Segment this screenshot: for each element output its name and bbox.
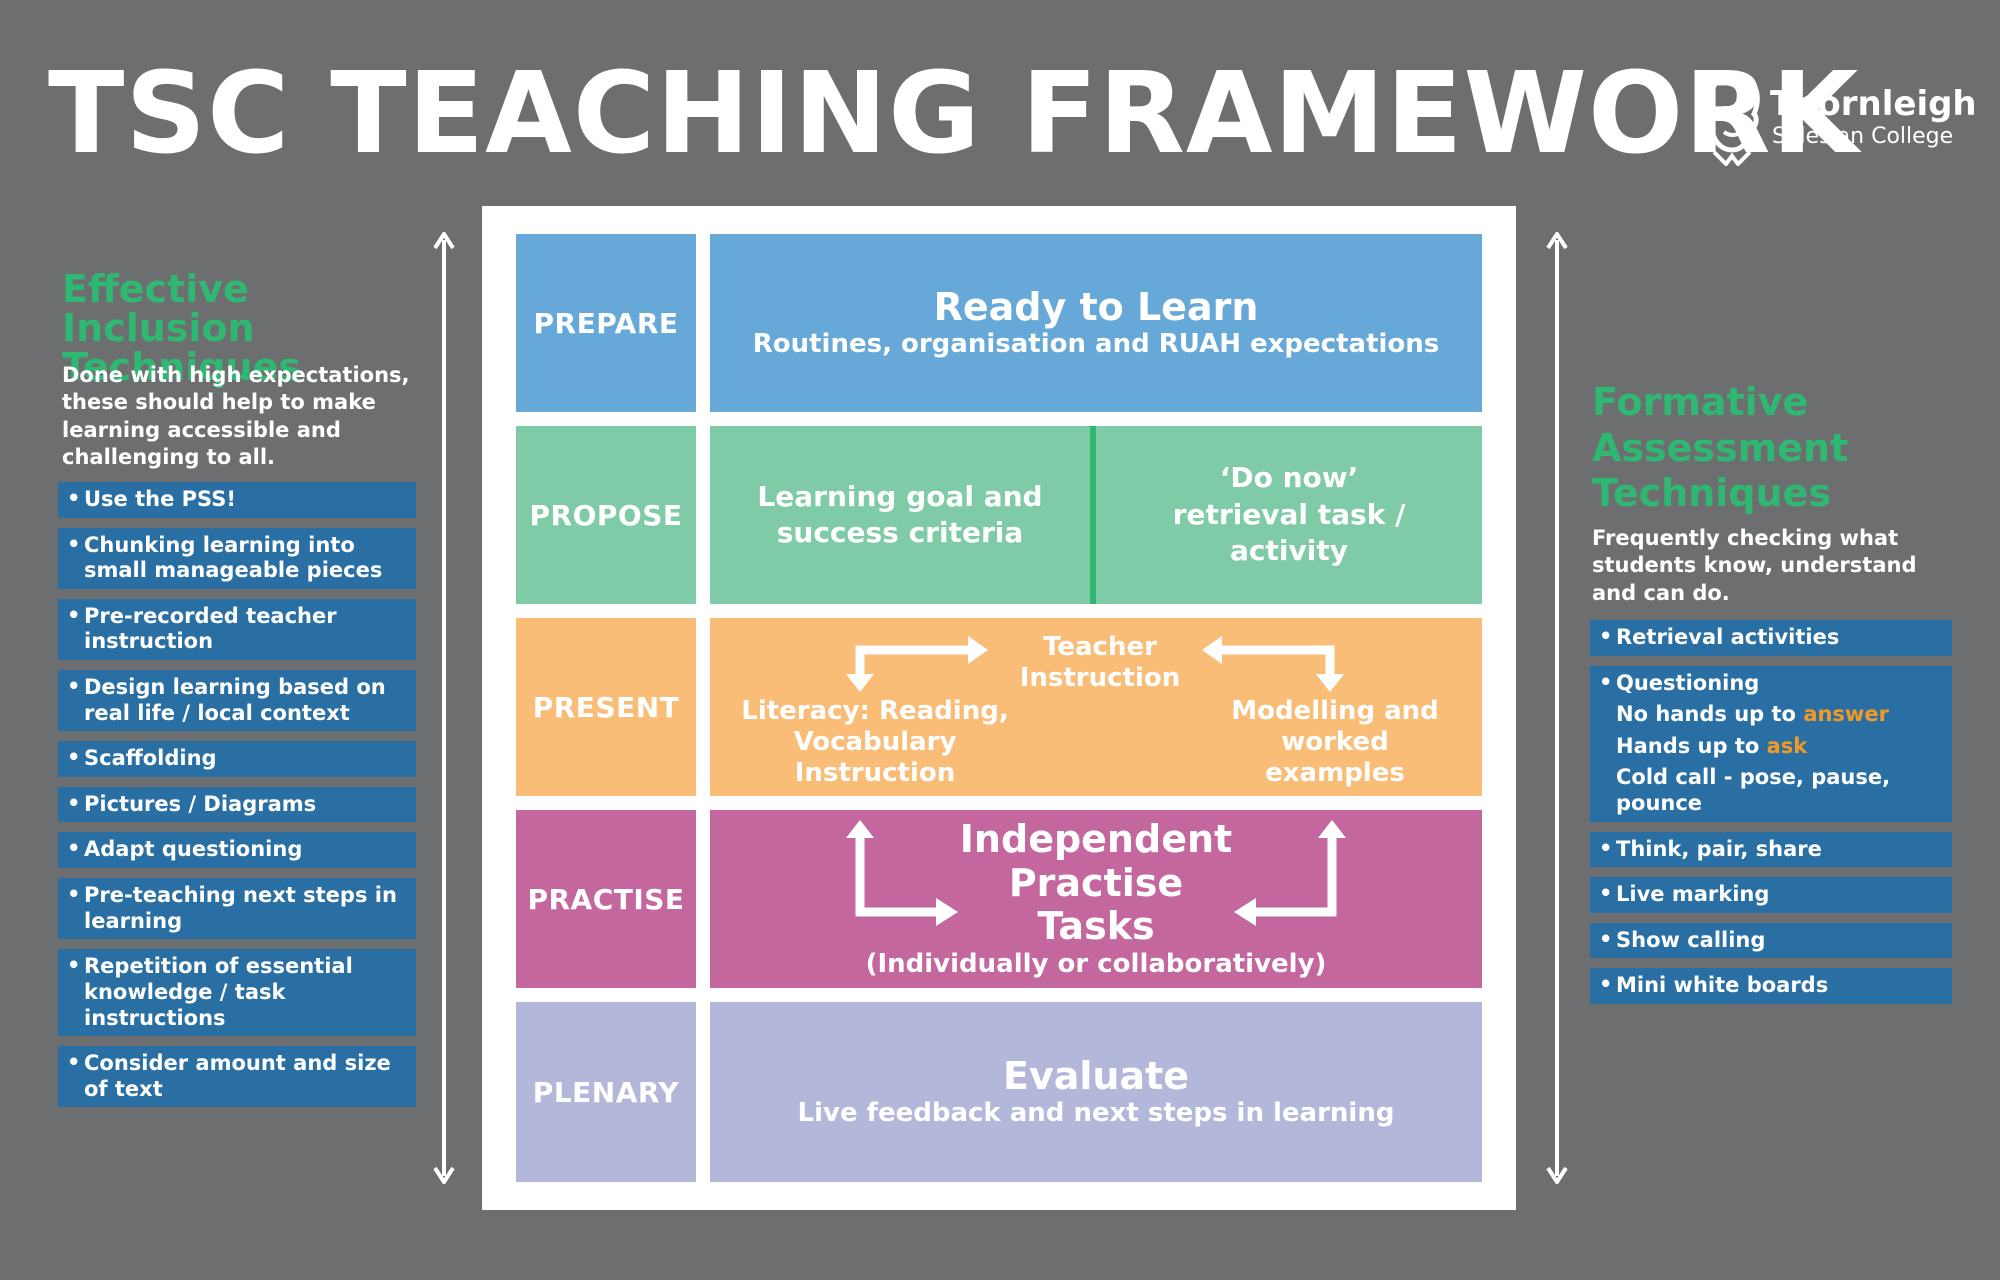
stage-body-present: Teacher Instruction Literacy: Reading, V… [710,618,1482,796]
inclusion-heading: Effective Inclusion Techniques [62,267,301,389]
plenary-subtitle: Live feedback and next steps in learning [797,1098,1395,1129]
list-item: Scaffolding [58,741,416,777]
list-item: Use the PSS! [58,482,416,518]
propose-divider [1090,426,1096,604]
questioning-label: Questioning [1616,670,1760,695]
college-logo: Thornleigh Salesian College [1700,70,1977,166]
list-item: Design learning based on real life / loc… [58,670,416,732]
list-item: Pre-recorded teacher instruction [58,598,416,661]
assessment-description: Frequently checking what students know, … [1592,526,1917,605]
learning-goal-text: Learning goal and success criteria [757,479,1043,549]
stage-label-practise: PRACTISE [516,810,696,988]
inclusion-list: Use the PSS! Chunking learning into smal… [58,482,416,1108]
modelling-text: Modelling and worked examples [1231,696,1439,789]
list-item: Chunking learning into small manageable … [58,527,416,589]
assessment-heading: Formative Assessment Techniques [1592,380,1849,516]
practise-subtitle: (Individually or collaboratively) [865,948,1327,979]
questioning-line-2: Hands up to ask [1616,733,1808,758]
framework-board: PREPARE Ready to Learn Routines, organis… [482,206,1516,1210]
independent-practise-title: Independent Practise Tasks [959,816,1233,949]
stage-cell-propose-right: ‘Do now’ retrieval task / activity [1096,426,1482,604]
inclusion-description: Done with high expectations, these shoul… [62,363,410,469]
list-item: Retrieval activities [1590,620,1952,656]
stage-body-prepare: Ready to Learn Routines, organisation an… [710,234,1482,412]
list-item: Adapt questioning [58,832,416,869]
prepare-title: Ready to Learn [933,284,1259,329]
questioning-item: Questioning No hands up to answer Hands … [1590,665,1952,822]
stage-label-plenary: PLENARY [516,1002,696,1182]
list-item: Show calling [1590,922,1952,959]
questioning-line-3: Cold call - pose, pause, pounce [1616,765,1891,816]
list-item: Pictures / Diagrams [58,786,416,823]
list-item: Live marking [1590,877,1952,913]
arrow-to-literacy-icon [846,636,988,692]
literacy-text: Literacy: Reading, Vocabulary Instructio… [741,696,1009,789]
left-double-arrow-icon [433,232,455,1184]
arrow-to-modelling-icon [1202,636,1344,692]
stage-body-practise: Independent Practise Tasks (Individually… [710,810,1482,988]
stage-body-plenary: Evaluate Live feedback and next steps in… [710,1002,1482,1182]
evaluate-title: Evaluate [1002,1053,1190,1098]
stage-cell-propose-left: Learning goal and success criteria [710,426,1090,604]
list-item: Think, pair, share [1590,831,1952,868]
list-item: Repetition of essential knowledge / task… [58,949,416,1037]
arrow-up-left-icon [846,820,958,926]
questioning-line-1: No hands up to answer [1616,702,1889,727]
stage-label-propose: PROPOSE [516,426,696,604]
teacher-instruction-text: Teacher Instruction [1019,632,1181,694]
page-title: TSC TEACHING FRAMEWORK [48,49,1860,179]
founder-portrait-icon [1703,72,1760,166]
logo-subtitle: Salesian College [1772,124,1954,149]
do-now-text: ‘Do now’ retrieval task / activity [1172,461,1406,568]
assessment-list: Retrieval activities Questioning No hand… [1590,620,1952,1005]
stage-label-prepare: PREPARE [516,234,696,412]
right-double-arrow-icon [1546,232,1568,1184]
list-item: Mini white boards [1590,968,1952,1005]
arrow-up-right-icon [1234,820,1346,926]
prepare-subtitle: Routines, organisation and RUAH expectat… [752,329,1440,360]
stage-label-present: PRESENT [516,618,696,796]
list-item: Consider amount and size of text [58,1046,416,1108]
list-item: Pre-teaching next steps in learning [58,878,416,940]
logo-name: Thornleigh [1770,84,1977,124]
